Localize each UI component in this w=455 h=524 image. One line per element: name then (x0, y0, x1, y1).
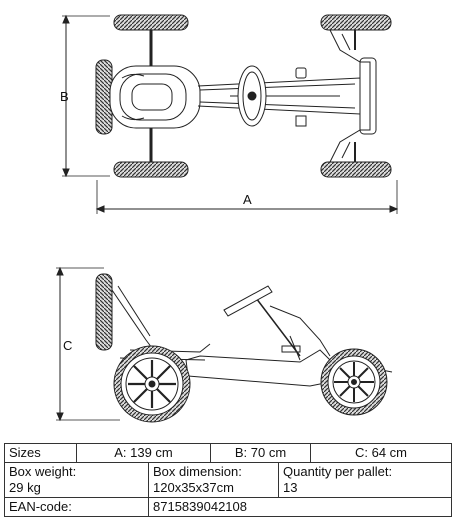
box-weight-label: Box weight: (9, 464, 77, 479)
dimension-a-line (95, 180, 399, 214)
rear-wheel-top (113, 14, 189, 31)
sizes-row: Sizes A: 139 cm B: 70 cm C: 64 cm (4, 443, 453, 463)
ean-value: 8715839042108 (147, 497, 453, 517)
box-dimension-value: 120x35x37cm (153, 480, 234, 495)
box-weight-cell: Box weight: 29 kg (4, 462, 149, 498)
size-a-value: A: 139 cm (76, 443, 211, 463)
dimension-a-label: A (243, 192, 252, 207)
front-wheel-top (320, 14, 392, 31)
dimension-b-line (62, 14, 110, 178)
quantity-value: 13 (283, 480, 298, 495)
seat (109, 65, 201, 129)
ean-row: EAN-code: 8715839042108 (4, 497, 453, 517)
rear-wheel-side (113, 345, 191, 423)
size-c-value: C: 64 cm (310, 443, 453, 463)
technical-drawing (56, 14, 399, 423)
box-info-row: Box weight: 29 kg Box dimension: 120x35x… (4, 462, 453, 498)
dimension-c-label: C (63, 338, 73, 353)
dimension-c-line (56, 266, 120, 422)
top-view (62, 14, 399, 214)
box-dimension-label: Box dimension: (153, 464, 242, 479)
quantity-cell: Quantity per pallet: 13 (277, 462, 453, 498)
box-dimension-cell: Box dimension: 120x35x37cm (148, 462, 279, 498)
ean-label: EAN-code: (4, 497, 149, 517)
rear-wheel-bottom (113, 161, 189, 178)
size-b-value: B: 70 cm (209, 443, 312, 463)
front-wheel-bottom (320, 161, 392, 178)
sizes-label: Sizes (4, 443, 77, 463)
quantity-label: Quantity per pallet: (283, 464, 393, 479)
spec-table: Sizes A: 139 cm B: 70 cm C: 64 cm Box we… (4, 443, 453, 517)
dimension-b-label: B (60, 89, 69, 104)
front-wheel-side (320, 348, 388, 416)
side-view (56, 266, 393, 423)
box-weight-value: 29 kg (9, 480, 41, 495)
